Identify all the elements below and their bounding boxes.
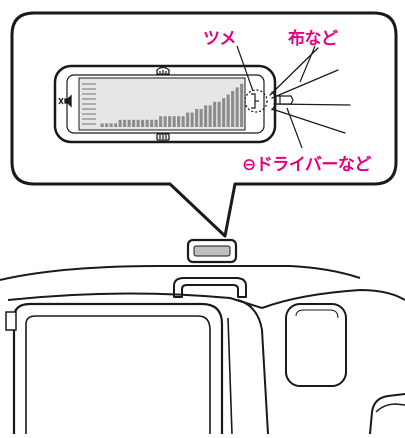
lcd-bar	[127, 119, 131, 127]
lcd-bar	[204, 105, 208, 127]
rear-defrost-icon	[156, 133, 170, 141]
left-door-edge	[227, 317, 233, 435]
lcd-bar	[163, 116, 167, 127]
screwdriver-leader-line	[286, 107, 303, 149]
tab-highlight-circle	[244, 89, 268, 113]
left-door-tab	[5, 311, 17, 331]
screwdriver-tip	[275, 95, 294, 105]
lcd-bar	[150, 119, 154, 127]
lcd-bar	[123, 119, 127, 127]
lcd-bar	[100, 123, 104, 127]
lcd-bar	[141, 119, 145, 127]
lcd-bar	[208, 105, 212, 127]
display-inner-frame	[66, 74, 265, 134]
rear-panel	[261, 288, 405, 309]
lcd-bar	[181, 116, 185, 127]
lcd-bar	[136, 119, 140, 127]
cabin-roof-line	[0, 265, 361, 281]
tab-leader-line	[236, 45, 254, 92]
screwdriver-label: ⊖ドライバーなど	[242, 155, 371, 175]
lcd-bar	[186, 112, 190, 127]
center-pillar	[237, 299, 269, 435]
cabin-upper-trim	[7, 292, 263, 309]
lcd-bar	[226, 94, 230, 127]
lcd-left-scale	[82, 83, 96, 125]
lcd-bar	[159, 116, 163, 127]
lcd-bar	[145, 119, 149, 127]
lcd-bar	[168, 116, 172, 127]
lcd-bar	[190, 112, 194, 127]
rear-window	[285, 303, 347, 387]
lcd-bar	[154, 119, 158, 127]
lcd-level-bars	[100, 83, 244, 127]
lcd-bar	[213, 101, 217, 127]
lcd-bar	[195, 109, 199, 127]
lcd-bar	[177, 116, 181, 127]
lcd-bar	[240, 83, 244, 127]
lcd-bar	[217, 101, 221, 127]
lcd-bar	[231, 91, 235, 127]
lcd-bar	[199, 109, 203, 127]
left-door-glass	[25, 315, 211, 434]
lcd-bar	[222, 98, 226, 127]
rear-window-inner	[295, 309, 339, 319]
assist-grip	[173, 277, 247, 298]
lcd-bar	[172, 116, 176, 127]
lcd-bar	[132, 119, 136, 127]
tab-label: ツメ	[203, 29, 237, 49]
front-defrost-icon	[156, 66, 170, 75]
seat-headrest	[375, 403, 405, 413]
lcd-bar	[114, 123, 118, 127]
lcd-bar	[105, 123, 109, 127]
lcd-bar	[235, 87, 239, 127]
display-slot-window	[193, 245, 231, 257]
lcd-bar	[118, 119, 122, 127]
cloth-label: 布など	[288, 29, 338, 49]
seat-back	[369, 393, 405, 435]
display-tab-icon	[251, 93, 259, 109]
lcd-bar	[109, 123, 113, 127]
cloth-leader-line	[299, 45, 316, 83]
mute-speaker-icon	[58, 94, 72, 108]
